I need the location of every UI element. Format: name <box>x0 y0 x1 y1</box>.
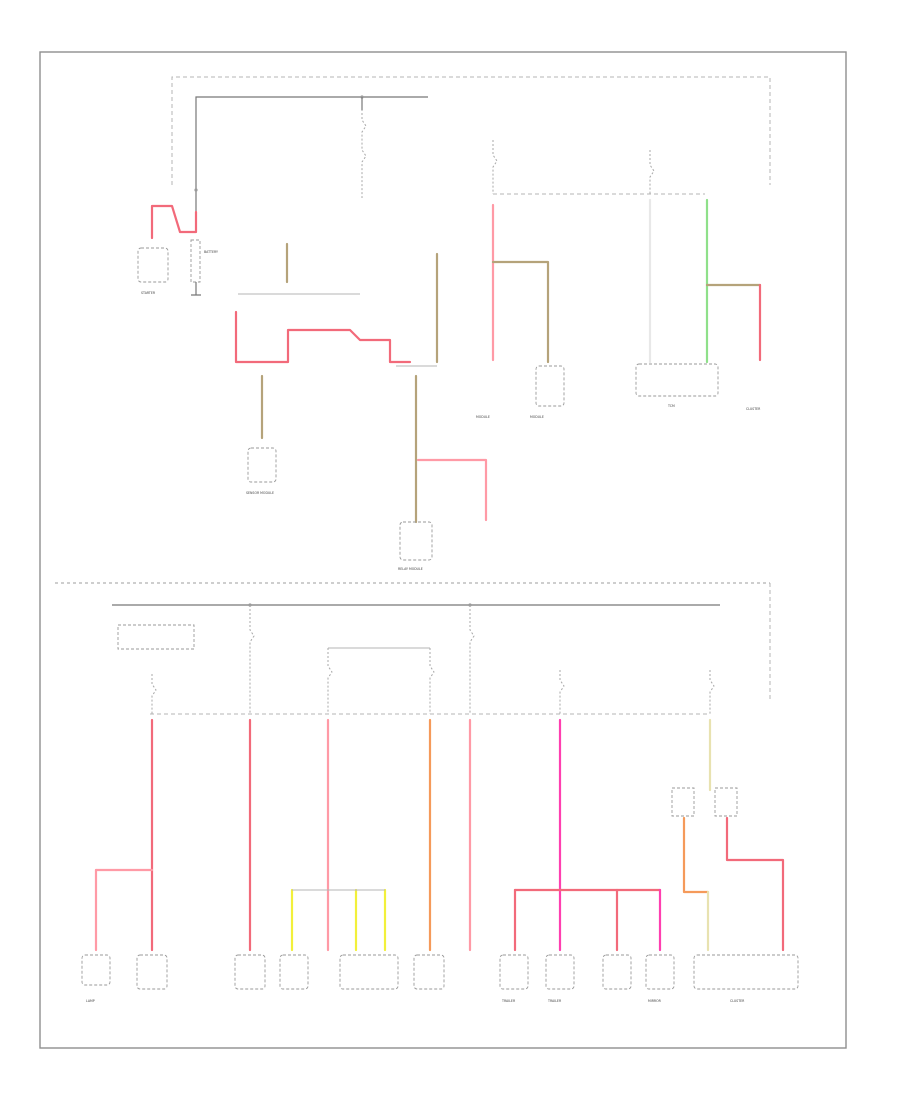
module-1-label: MODULE <box>530 415 544 419</box>
pink-wire-a <box>416 458 488 522</box>
lamp-label: LAMP <box>86 999 95 1003</box>
fuse-icon <box>492 140 498 194</box>
component-7 <box>499 954 529 990</box>
relay-box-b <box>714 787 738 817</box>
battery-ground <box>191 282 201 296</box>
component-6 <box>413 954 445 990</box>
mirror-label: MIRROR <box>648 999 662 1003</box>
sensor-module-label: SENSOR MODULE <box>246 491 274 495</box>
fuse-icon <box>469 605 475 714</box>
tan-wire-e <box>491 260 550 364</box>
tcm-label: TCM <box>667 404 675 408</box>
orange-wire-2 <box>682 816 710 894</box>
red-loop-wire <box>234 310 412 364</box>
fuse-icon <box>709 670 715 714</box>
trailer-label-1: TRAILER <box>501 999 516 1003</box>
battery-feed-wire <box>195 96 428 225</box>
component-10 <box>645 954 675 990</box>
battery-component <box>190 239 201 283</box>
diagram-frame <box>39 51 847 1049</box>
component-9 <box>602 954 632 990</box>
trailer-label-2: TRAILER <box>547 999 562 1003</box>
fuse-icon <box>327 648 333 714</box>
component-2 <box>136 954 168 990</box>
component-3 <box>234 954 266 990</box>
fuse-block-component <box>117 624 195 650</box>
fuse-icon <box>559 670 565 714</box>
module-2-label: MODULE <box>476 415 490 419</box>
sensor-module-component <box>247 447 277 483</box>
fuse-icon <box>361 97 367 198</box>
component-4 <box>279 954 309 990</box>
component-8 <box>545 954 575 990</box>
starter-label: STARTER <box>141 291 156 295</box>
relay-module-component <box>399 521 433 561</box>
red-wire-6 <box>725 816 785 952</box>
relay-box-a <box>671 787 695 817</box>
component-11 <box>693 954 799 990</box>
cluster-label: CLUSTER <box>746 407 761 411</box>
splice-dot <box>194 188 198 192</box>
tcm-component <box>635 363 719 397</box>
component-5 <box>339 954 399 990</box>
starter-wire <box>150 204 198 240</box>
fuse-icon <box>249 605 255 714</box>
cluster-label-2: CLUSTER <box>730 999 745 1003</box>
module-1-component <box>535 365 565 407</box>
fuse-icon <box>429 648 435 714</box>
top-hot-bracket <box>171 76 771 185</box>
relay-module-label: RELAY MODULE <box>398 567 423 571</box>
component-1 <box>81 954 111 986</box>
starter-component <box>137 247 169 283</box>
battery-label: BATTERY <box>204 250 218 254</box>
fuse-icon <box>649 150 655 194</box>
fuse-icon <box>151 674 157 714</box>
